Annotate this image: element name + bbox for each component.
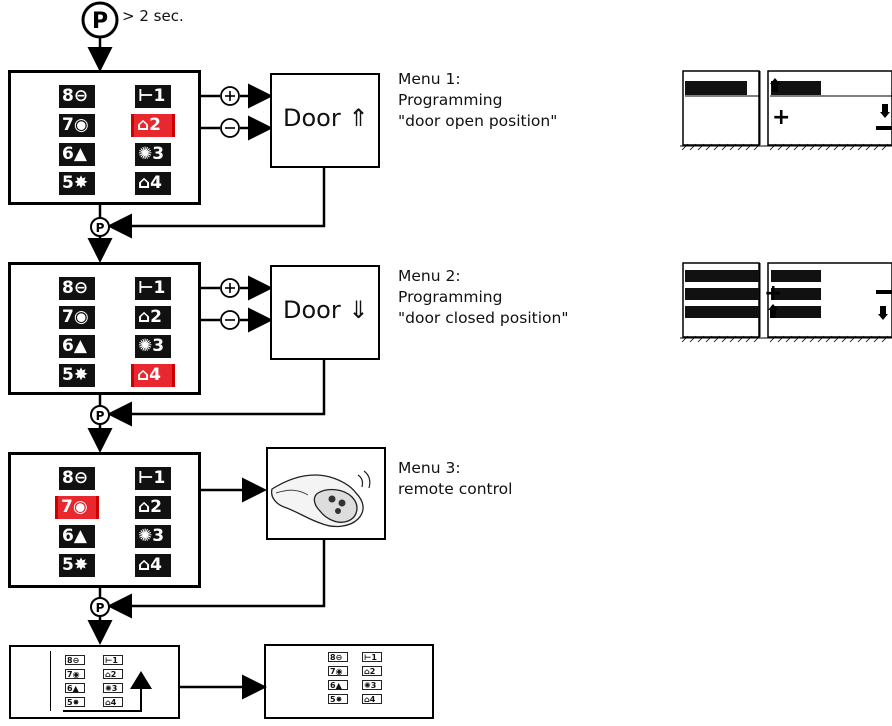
mini-key-3: ✺3	[103, 683, 123, 693]
mini-key-1: ⊢1	[103, 655, 123, 665]
menu-3-line2: remote control	[398, 480, 513, 498]
mini-key-4: ⌂4	[362, 694, 382, 704]
key-2[interactable]: ⌂2	[135, 306, 171, 329]
svg-text:P: P	[96, 601, 105, 615]
svg-text:P: P	[92, 9, 108, 34]
bottom-panel-right: 8⊖ 7◉ 6▲ 5✸ ⊢1 ⌂2 ✺3 ⌂4	[264, 644, 434, 719]
mini-key-6: 6▲	[328, 680, 348, 690]
key-8[interactable]: 8⊖	[59, 467, 95, 490]
key-8[interactable]: 8⊖	[59, 85, 95, 108]
key-7-selected[interactable]: 7◉	[55, 496, 99, 519]
mini-keypad: 8⊖ 7◉ 6▲ 5✸ ⊢1 ⌂2 ✺3 ⌂4	[50, 651, 146, 711]
mini-key-4: ⌂4	[103, 697, 123, 707]
key-1[interactable]: ⊢1	[135, 467, 171, 490]
mini-key-5: 5✸	[65, 697, 85, 707]
mini-key-1: ⊢1	[362, 652, 382, 662]
key-1[interactable]: ⊢1	[135, 85, 171, 108]
menu-1-line2: Programming	[398, 91, 503, 109]
keypad-panel-1: 8⊖ 7◉ 6▲ 5✸ ⊢1 ⌂2 ✺3 ⌂4	[8, 70, 201, 205]
key-6[interactable]: 6▲	[59, 335, 95, 358]
hand-remote-icon	[270, 470, 371, 528]
key-2[interactable]: ⌂2	[135, 496, 171, 519]
menu-1-title: Menu 1:	[398, 70, 461, 88]
mini-key-5: 5✸	[328, 694, 348, 704]
mini-key-8: 8⊖	[65, 655, 85, 665]
plus-sign: +	[772, 105, 790, 130]
key-3[interactable]: ✺3	[135, 525, 171, 548]
remote-control-image	[266, 447, 386, 540]
menu-3-title: Menu 3:	[398, 459, 461, 477]
key-1[interactable]: ⊢1	[135, 277, 171, 300]
mini-key-3: ✺3	[362, 680, 382, 690]
keypad-panel-3: 8⊖ 7◉ 6▲ 5✸ ⊢1 ⌂2 ✺3 ⌂4	[8, 452, 201, 588]
menu-2-line2: Programming	[398, 288, 503, 306]
door-open-box	[270, 73, 380, 168]
key-7[interactable]: 7◉	[59, 306, 95, 329]
mini-key-7: 7◉	[328, 666, 348, 676]
mini-key-6: 6▲	[65, 683, 85, 693]
door-open-label: Door ⇑	[283, 104, 369, 132]
mini-key-7: 7◉	[65, 669, 85, 679]
svg-text:P: P	[96, 409, 105, 423]
key-4[interactable]: ⌂4	[135, 554, 171, 577]
svg-text:P: P	[96, 221, 105, 235]
menu-1-text: Menu 1: Programming "door open position"	[398, 69, 557, 132]
key-6[interactable]: 6▲	[59, 143, 95, 166]
mini-key-8: 8⊖	[328, 652, 348, 662]
key-8[interactable]: 8⊖	[59, 277, 95, 300]
menu-2-text: Menu 2: Programming "door closed positio…	[398, 266, 568, 329]
menu-2-line3: "door closed position"	[398, 309, 569, 327]
key-4-selected[interactable]: ⌂4	[131, 364, 175, 387]
door-closed-box	[270, 265, 380, 360]
bottom-panel-left: 8⊖ 7◉ 6▲ 5✸ ⊢1 ⌂2 ✺3 ⌂4	[9, 645, 180, 719]
key-7[interactable]: 7◉	[59, 114, 95, 137]
press-duration-label: > 2 sec.	[122, 7, 184, 25]
key-5[interactable]: 5✸	[59, 554, 95, 577]
key-5[interactable]: 5✸	[59, 172, 95, 195]
mini-key-2: ⌂2	[362, 666, 382, 676]
menu-1-line3: "door open position"	[398, 112, 558, 130]
keypad-panel-2: 8⊖ 7◉ 6▲ 5✸ ⊢1 ⌂2 ✺3 ⌂4	[8, 262, 201, 395]
mini-key-2: ⌂2	[103, 669, 123, 679]
key-4[interactable]: ⌂4	[135, 172, 171, 195]
key-3[interactable]: ✺3	[135, 143, 171, 166]
key-3[interactable]: ✺3	[135, 335, 171, 358]
door-closed-label: Door ⇓	[283, 296, 369, 324]
key-5[interactable]: 5✸	[59, 364, 95, 387]
svg-text:+: +	[764, 281, 782, 306]
key-2-selected[interactable]: ⌂2	[131, 114, 175, 137]
scroll-up-arrow-icon	[63, 671, 152, 712]
menu-2-title: Menu 2:	[398, 267, 461, 285]
key-6[interactable]: 6▲	[59, 525, 95, 548]
menu-3-text: Menu 3: remote control	[398, 458, 512, 500]
